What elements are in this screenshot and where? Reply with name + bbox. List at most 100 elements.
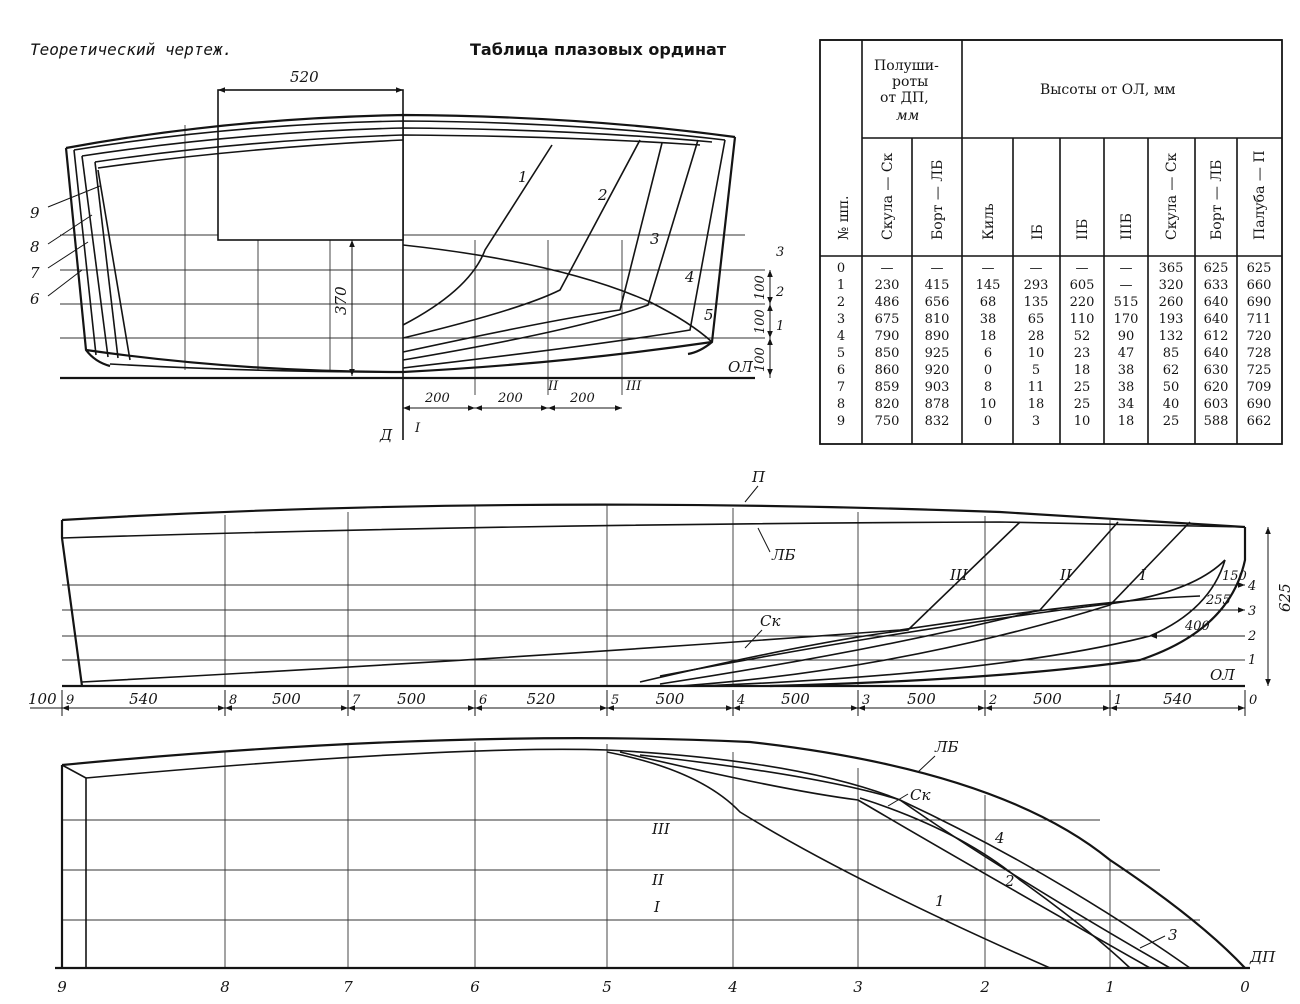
table-cell: 28 <box>1028 329 1045 344</box>
profile-spacing-label: 500 <box>272 690 301 708</box>
centerline-label: Д <box>379 426 393 444</box>
profile-spacing-label: 500 <box>781 690 810 708</box>
table-cell: 25 <box>1074 397 1091 412</box>
table-cell: 132 <box>1159 329 1184 344</box>
table-cell: 34 <box>1118 397 1135 412</box>
table-cell: 11 <box>1028 380 1045 395</box>
plan-wl-3: 3 <box>1168 926 1178 944</box>
section-label-5: 5 <box>704 306 714 324</box>
plan-station-label: 2 <box>979 978 990 996</box>
table-cell: 633 <box>1204 278 1229 293</box>
table-col-sheer-h: Борт — ЛБ <box>1209 160 1225 240</box>
plan-chine-label: Ск <box>910 786 930 804</box>
table-cell: 750 <box>875 414 900 429</box>
plan-station-label: 8 <box>220 978 230 996</box>
profile-spacing-label: 500 <box>907 690 936 708</box>
wl-mark-1: 1 <box>776 319 784 334</box>
profile-buttock-I: I <box>1139 566 1147 584</box>
table-group-halfbreadth-1: Полуши- <box>874 58 939 74</box>
table-cell: 293 <box>1024 278 1049 293</box>
plan-buttock-III: III <box>651 820 671 838</box>
profile-station-label: 7 <box>352 693 361 708</box>
table-col-deck-h: Палуба — П <box>1252 150 1268 240</box>
plan-wl-1: 1 <box>935 892 945 910</box>
table-cell: 220 <box>1070 295 1095 310</box>
profile-station-label: 0 <box>1249 693 1257 708</box>
plan-buttock-I: I <box>653 898 661 916</box>
table-group-halfbreadth-4: мм <box>896 108 919 124</box>
table-cell: 0 <box>984 414 992 429</box>
table-cell: 662 <box>1247 414 1272 429</box>
table-cell: — <box>881 261 894 276</box>
buttock-mark-II: II <box>547 379 559 394</box>
table-cell: — <box>931 261 944 276</box>
table-cell: 68 <box>980 295 997 310</box>
table-cell: 690 <box>1247 397 1272 412</box>
table-col-b1: IБ <box>1030 224 1046 240</box>
table-cell: 603 <box>1204 397 1229 412</box>
table-cell: 860 <box>875 363 900 378</box>
table-cell: 5 <box>1032 363 1040 378</box>
profile-aft-overhang: 100 <box>28 690 57 708</box>
section-label-1: 1 <box>518 168 528 186</box>
table-cell: 850 <box>875 346 900 361</box>
table-cell: 47 <box>1118 346 1135 361</box>
table-cell: 18 <box>1028 397 1045 412</box>
profile-view: П ЛБ Ск III II I 150 255 400 4 3 2 1 ОЛ … <box>28 468 1294 716</box>
buttock-mark-III: III <box>625 379 642 394</box>
plan-station-label: 5 <box>602 978 612 996</box>
table-cell: 10 <box>1074 414 1091 429</box>
plan-centerline-label: ДП <box>1249 948 1276 966</box>
section-label-8: 8 <box>30 238 40 256</box>
profile-dim-625: 625 <box>1276 583 1294 612</box>
table-cell: 38 <box>980 312 997 327</box>
table-group-halfbreadth-2: роты <box>892 74 928 90</box>
table-cell: 320 <box>1159 278 1184 293</box>
body-plan-bottom-dims: 200 200 200 I II III Д <box>379 379 642 444</box>
section-label-9: 9 <box>30 204 40 222</box>
plan-station-label: 9 <box>57 978 67 996</box>
profile-dim-255: 255 <box>1205 593 1231 608</box>
table-cell: — <box>982 261 995 276</box>
buttock-mark-I: I <box>414 421 421 436</box>
table-title: Таблица плазовых ординат <box>470 40 727 59</box>
table-cell: 135 <box>1024 295 1049 310</box>
table-cell: 0 <box>984 363 992 378</box>
dim-bottom-2: 200 <box>497 391 523 406</box>
profile-buttock-II: II <box>1059 566 1073 584</box>
plan-grid <box>62 742 1200 968</box>
body-plan-baseline-label: ОЛ <box>728 358 753 376</box>
table-cell: 4 <box>837 329 845 344</box>
table-cell: 675 <box>875 312 900 327</box>
profile-station-label: 1 <box>1114 693 1122 708</box>
table-col-b3: IIIБ <box>1119 213 1135 240</box>
table-cell: 486 <box>875 295 900 310</box>
table-cell: 832 <box>925 414 950 429</box>
table-cell: 0 <box>837 261 845 276</box>
table-cell: 260 <box>1159 295 1184 310</box>
body-plan-right-dims: 100 100 100 3 2 1 <box>753 245 784 378</box>
table-cell: 709 <box>1247 380 1272 395</box>
profile-station-label: 2 <box>988 693 997 708</box>
table-cell: 52 <box>1074 329 1091 344</box>
table-col-sheer-hb: Борт — ЛБ <box>930 160 946 240</box>
table-cell: 193 <box>1159 312 1184 327</box>
table-cell: — <box>1030 261 1043 276</box>
dim-right-3: 100 <box>753 347 768 372</box>
table-cell: 50 <box>1163 380 1180 395</box>
dim-bottom-3: 200 <box>569 391 595 406</box>
profile-spacing-label: 520 <box>527 690 556 708</box>
plan-station-label: 7 <box>343 978 353 996</box>
table-cell: 7 <box>837 380 845 395</box>
table-cell: 38 <box>1118 363 1135 378</box>
table-group-heights: Высоты от ОЛ, мм <box>1040 82 1176 98</box>
table-cell: — <box>1120 261 1133 276</box>
profile-spacing-label: 540 <box>1163 690 1192 708</box>
dim-bottom-1: 200 <box>424 391 450 406</box>
dim-right-1: 100 <box>753 275 768 300</box>
table-cell: 10 <box>980 397 997 412</box>
table-cell: 725 <box>1247 363 1272 378</box>
dim-520: 520 <box>290 68 319 86</box>
